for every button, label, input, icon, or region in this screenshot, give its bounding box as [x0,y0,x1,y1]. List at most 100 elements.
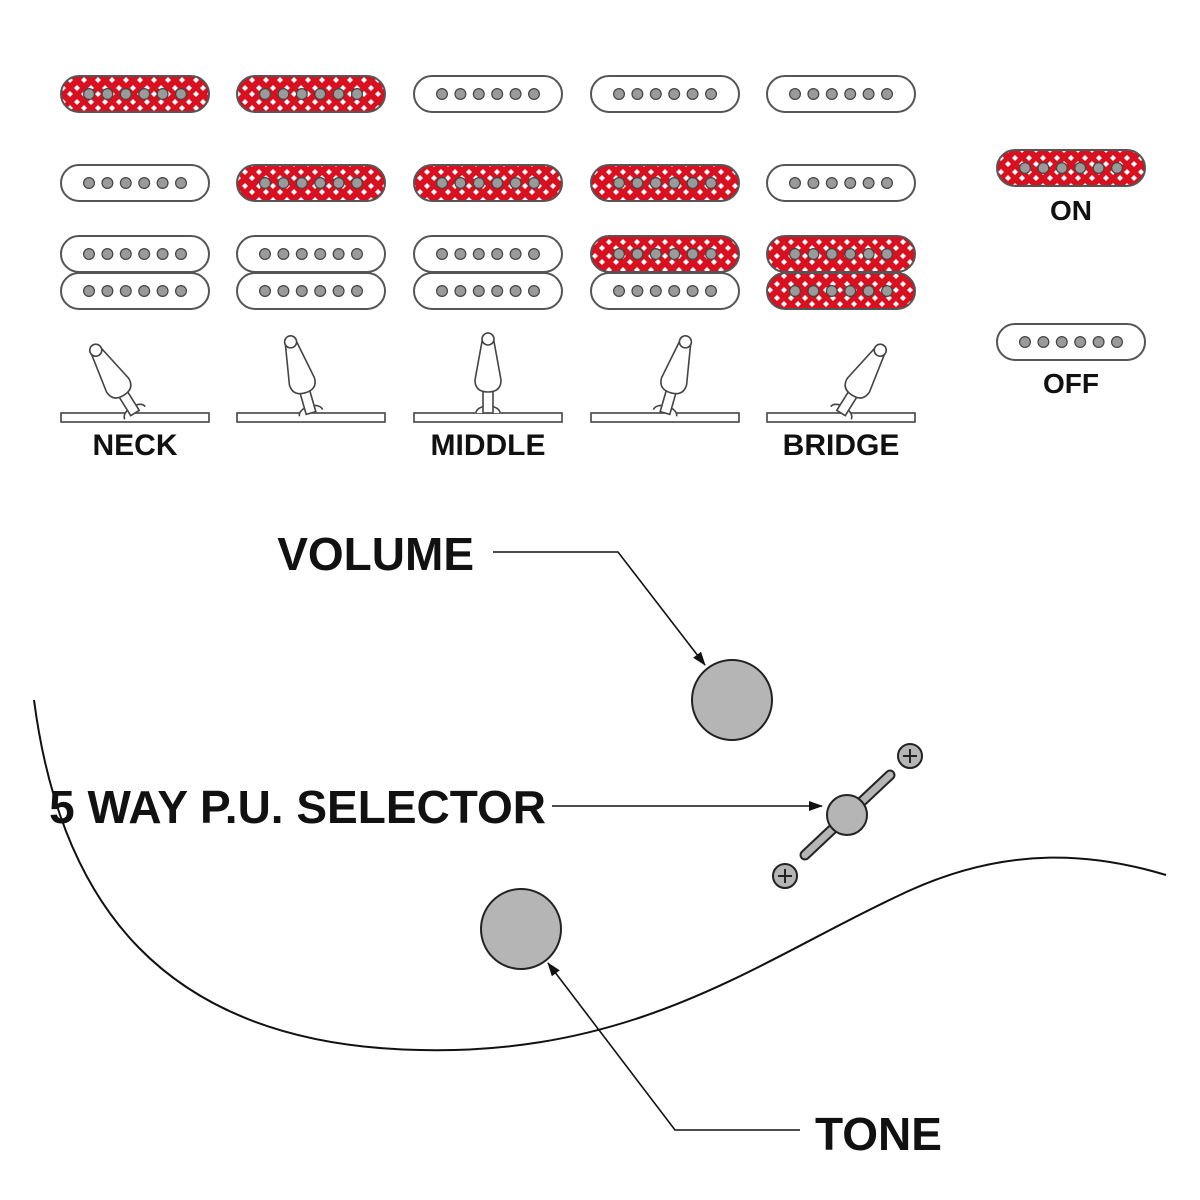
pole-piece [156,248,169,261]
pole-piece [332,248,345,261]
bridge-humbucker-lower-coil [590,272,740,310]
pole-piece [788,248,801,261]
pole-piece [82,248,95,261]
switch-plate [413,412,563,423]
pole-piece [472,248,485,261]
pickup-position-grid [60,75,916,423]
pole-piece [101,248,114,261]
legend-off-label: OFF [1043,368,1099,399]
pole-piece [332,177,345,190]
pole-piece [101,87,114,100]
pole-piece [807,248,820,261]
pole-piece [631,177,644,190]
pole-piece [138,285,151,298]
pole-piece [259,87,272,100]
pole-piece [668,285,681,298]
pole-piece [686,285,699,298]
switch-lever-icon [88,343,146,420]
pole-piece [351,177,364,190]
selector-switch[interactable] [772,743,923,889]
pole-piece [295,248,308,261]
bridge-humbucker-upper-coil [60,235,210,273]
pole-piece [825,87,838,100]
tone-leader-arrow [547,962,800,1131]
pole-piece [649,87,662,100]
pole-piece [332,87,345,100]
pole-piece [156,285,169,298]
pole-piece [454,87,467,100]
bridge-humbucker-lower-coil [766,272,916,310]
pole-piece [277,177,290,190]
pole-piece [351,87,364,100]
pole-piece [156,87,169,100]
legend-on-label: ON [1050,195,1092,226]
pole-piece [351,248,364,261]
switch-lever-icon [830,343,888,420]
pole-piece [1037,336,1050,349]
pole-piece [880,177,893,190]
pole-piece [175,285,188,298]
pole-piece [295,285,308,298]
pole-piece [101,177,114,190]
pole-piece [491,285,504,298]
position-label-1: NECK [92,429,177,462]
pole-piece [1037,162,1050,175]
pole-piece [1092,162,1105,175]
pole-piece [509,87,522,100]
pole-piece [686,248,699,261]
pole-piece [527,248,540,261]
pole-piece [295,87,308,100]
pole-piece [138,87,151,100]
pole-piece [612,285,625,298]
pole-piece [807,87,820,100]
pole-piece [175,87,188,100]
pole-piece [259,177,272,190]
pole-piece [472,177,485,190]
volume-leader-arrow [493,551,706,666]
pole-piece [277,285,290,298]
middle-pickup [413,164,563,202]
pole-piece [612,248,625,261]
pole-piece [1055,336,1068,349]
middle-pickup [766,164,916,202]
pole-piece [454,285,467,298]
tone-knob-icon[interactable] [480,888,562,970]
neck-pickup [766,75,916,113]
position-labels: NECK MIDDLE BRIDGE [92,429,899,462]
pole-piece [259,248,272,261]
pole-piece [82,285,95,298]
pole-piece [631,285,644,298]
tone-label: TONE [815,1108,942,1160]
volume-knob-icon[interactable] [691,659,773,741]
pole-piece [527,285,540,298]
pole-piece [454,177,467,190]
pole-piece [491,87,504,100]
pole-piece [1110,336,1123,349]
pole-piece [844,285,857,298]
switch-position-2 [236,335,386,423]
pole-piece [704,285,717,298]
pole-piece [1018,336,1031,349]
pole-piece [277,248,290,261]
volume-label: VOLUME [277,528,474,580]
bridge-humbucker-lower-coil [236,272,386,310]
position-column-1 [60,75,210,423]
pole-piece [156,177,169,190]
pole-piece [175,177,188,190]
pole-piece [631,248,644,261]
pole-piece [807,177,820,190]
pole-piece [509,248,522,261]
neck-pickup [60,75,210,113]
pole-piece [1074,336,1087,349]
selector-knob-icon[interactable] [826,794,868,836]
screw-icon [772,863,798,889]
position-column-4 [590,75,740,423]
pole-piece [119,87,132,100]
pole-piece [509,285,522,298]
bridge-humbucker-upper-coil [413,235,563,273]
pole-piece [314,87,327,100]
pole-piece [138,177,151,190]
pole-piece [844,177,857,190]
selector-label: 5 WAY P.U. SELECTOR [49,781,546,833]
